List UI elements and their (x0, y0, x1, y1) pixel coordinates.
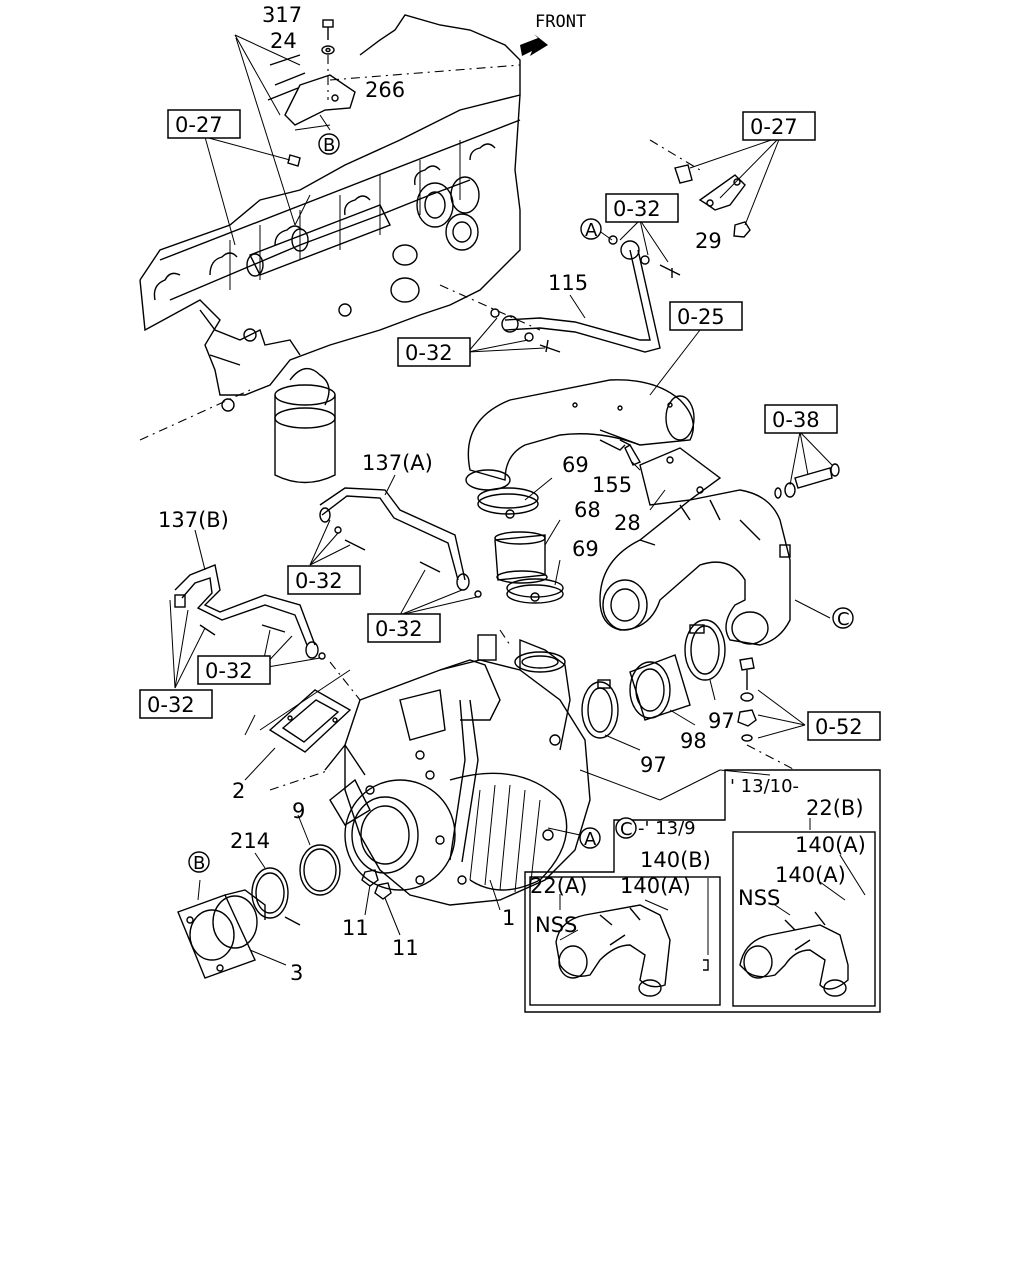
bracket-266-illustration (234, 19, 356, 226)
callout-317: 317 (262, 3, 302, 27)
callout-69-lower: 69 (572, 537, 599, 561)
svg-text:0-52: 0-52 (815, 715, 863, 739)
inset-left-140b: 140(B) (640, 848, 711, 872)
callout-3: 3 (290, 961, 303, 985)
inset-left-140a: 140(A) (620, 874, 691, 898)
callout-98: 98 (680, 729, 707, 753)
callout-11-right: 11 (392, 936, 419, 960)
svg-text:A: A (585, 220, 598, 241)
hose-clamps-illustration (477, 477, 564, 604)
bracket-29-illustration (674, 136, 781, 238)
ref-box-0-27-right: 0-27 (742, 111, 816, 141)
callout-2: 2 (232, 779, 245, 803)
ref-box-0-27-left: 0-27 (167, 109, 241, 139)
callout-69-upper: 69 (562, 453, 589, 477)
hose-98-clamps-97-illustration (581, 619, 726, 751)
callout-137a: 137(A) (362, 451, 433, 475)
gasket-2-illustration (244, 689, 352, 781)
ref-box-0-32-mid: 0-32 (397, 337, 471, 367)
callout-1: 1 (502, 906, 515, 930)
callout-11-left: 11 (342, 916, 369, 940)
svg-text:C: C (620, 819, 633, 840)
inset-right-part-22b: 22(B) (806, 796, 864, 820)
svg-text:0-27: 0-27 (750, 115, 798, 139)
circle-marker-a-bottom: A (579, 827, 601, 850)
turbocharger-illustration (259, 629, 771, 936)
svg-text:0-32: 0-32 (375, 617, 423, 641)
ref-box-0-32-b: 0-32 (367, 613, 441, 643)
ref-box-0-25: 0-25 (669, 301, 743, 331)
circle-marker-c-right: C (832, 607, 854, 630)
svg-text:0-32: 0-32 (613, 197, 661, 221)
ref-box-0-52: 0-52 (807, 711, 881, 741)
front-direction-indicator: FRONT (520, 12, 586, 56)
circle-marker-b-top: B (318, 133, 340, 156)
callout-115: 115 (548, 271, 588, 295)
inset-left-nss: NSS (535, 913, 577, 937)
ref-box-0-32-c: 0-32 (197, 655, 271, 685)
svg-text:B: B (193, 853, 205, 874)
bolt-155-gasket-28-illustration (624, 444, 722, 511)
inset-right-140a-top: 140(A) (795, 833, 866, 857)
callout-155: 155 (592, 473, 632, 497)
fittings-0-38-illustration (774, 431, 840, 499)
callout-266: 266 (365, 78, 405, 102)
intake-pipe-illustration (465, 329, 701, 491)
svg-text:0-27: 0-27 (175, 113, 223, 137)
callout-137b: 137(B) (158, 508, 229, 532)
leader-0-27-left (204, 136, 291, 246)
ref-box-0-32-top: 0-32 (605, 193, 679, 223)
engine-block-illustration (139, 14, 701, 484)
svg-text:0-32: 0-32 (295, 569, 343, 593)
svg-text:A: A (584, 829, 597, 850)
inset-c-marker: C (615, 817, 637, 840)
ref-box-0-32-a: 0-32 (287, 565, 361, 595)
pipe-137b-illustration (169, 529, 326, 689)
pipe-137a-illustration (309, 474, 482, 616)
callout-9: 9 (292, 799, 305, 823)
bolt-0-52-illustration (737, 657, 806, 771)
front-label: FRONT (535, 12, 586, 32)
flange-3-ring-9-clamp-214-illustration (177, 814, 341, 979)
ref-box-0-32-d: 0-32 (139, 689, 213, 719)
svg-text:0-25: 0-25 (677, 305, 725, 329)
callout-97-right: 97 (708, 709, 735, 733)
callout-68: 68 (574, 498, 601, 522)
callout-28: 28 (614, 511, 641, 535)
svg-text:0-38: 0-38 (772, 408, 820, 432)
inset-left-part-22a: 22(A) (530, 874, 587, 898)
ref-box-0-38: 0-38 (764, 404, 838, 434)
svg-text:0-32: 0-32 (205, 659, 253, 683)
callout-24: 24 (270, 29, 297, 53)
inset-right-nss: NSS (738, 886, 780, 910)
circle-marker-b-bottom: B (188, 851, 210, 874)
svg-text:C: C (837, 609, 850, 630)
svg-text:B: B (323, 135, 335, 156)
inset-variant-panel (524, 769, 881, 1013)
callout-29: 29 (695, 229, 722, 253)
pipe-115-illustration (467, 219, 681, 353)
callout-97-left: 97 (640, 753, 667, 777)
circle-marker-a-top: A (580, 218, 602, 241)
inset-date-inner: -' 13/9 (638, 818, 696, 839)
inset-right-140a-bottom: 140(A) (775, 863, 846, 887)
callout-214: 214 (230, 829, 270, 853)
svg-text:0-32: 0-32 (147, 693, 195, 717)
svg-text:0-32: 0-32 (405, 341, 453, 365)
intake-elbow-illustration (599, 489, 831, 646)
inset-date-outer: ' 13/10- (730, 776, 799, 797)
